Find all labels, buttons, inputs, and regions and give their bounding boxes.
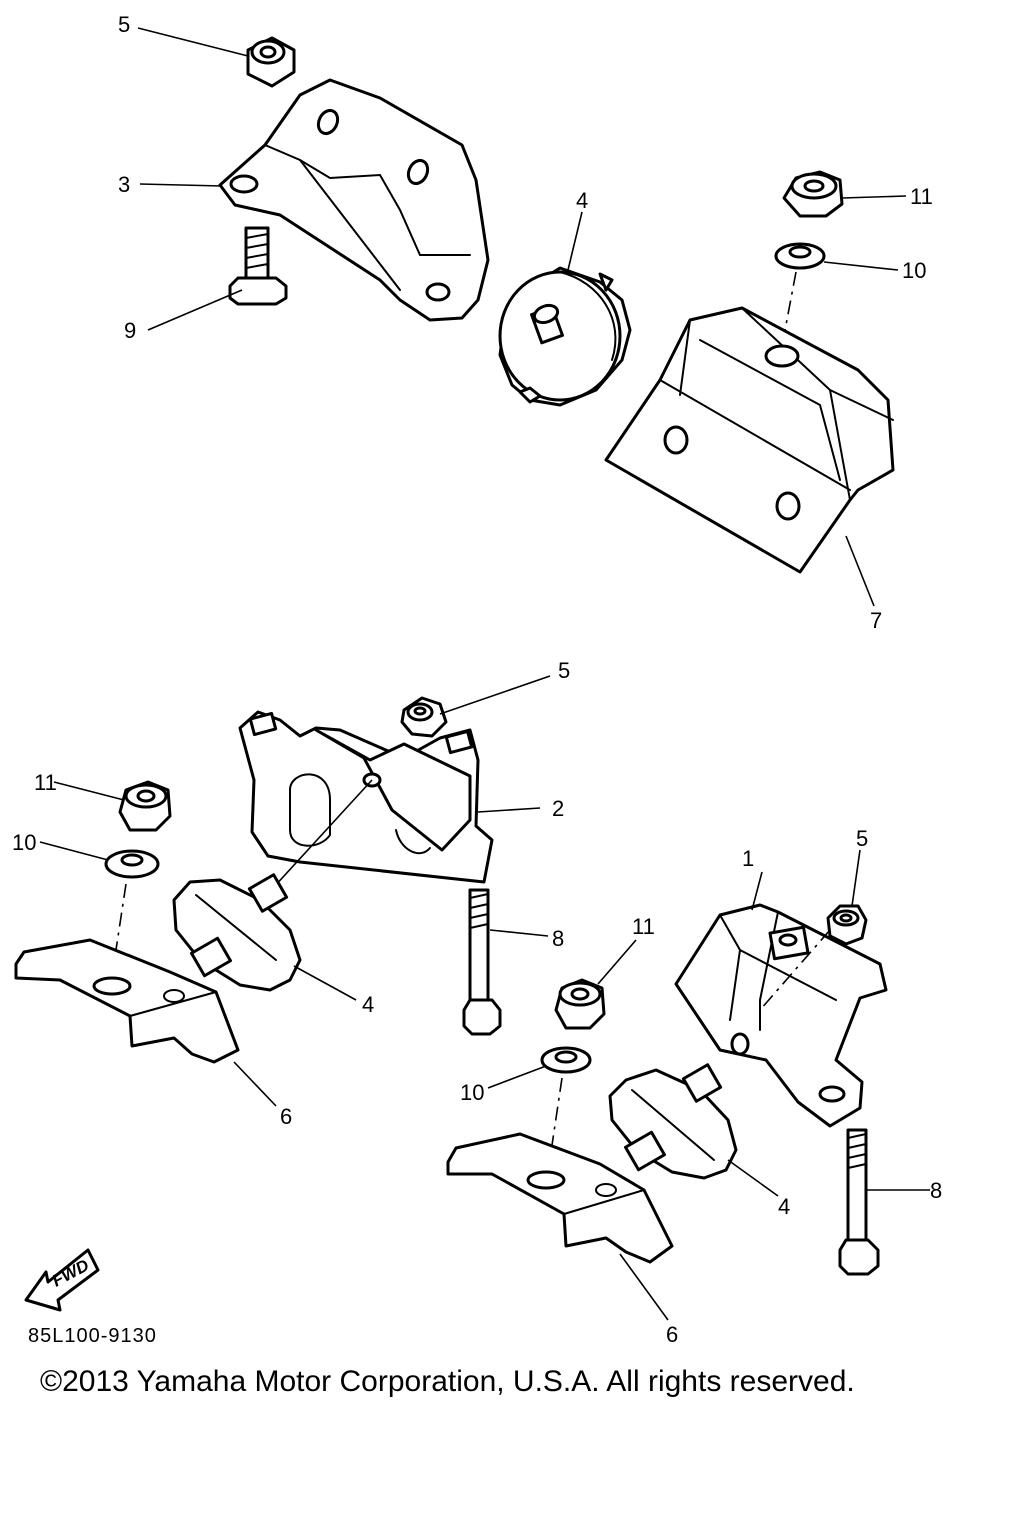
callout-7: 7 xyxy=(870,608,882,633)
bracket-2 xyxy=(238,710,494,884)
bolt-8-right xyxy=(838,1128,880,1276)
nut-11-top xyxy=(782,170,844,218)
copyright-notice: ©2013 Yamaha Motor Corporation, U.S.A. A… xyxy=(40,1365,855,1398)
bracket-6-right xyxy=(446,1132,674,1264)
callout-3: 3 xyxy=(118,172,130,197)
damper-4-top xyxy=(498,266,632,407)
callout-4-right: 4 xyxy=(778,1194,790,1219)
callout-11-right: 11 xyxy=(632,914,655,939)
bracket-6-left xyxy=(14,938,240,1064)
callout-6-right: 6 xyxy=(666,1322,678,1347)
callout-10-right: 10 xyxy=(460,1080,484,1105)
damper-4-left xyxy=(172,873,302,992)
callout-11-top: 11 xyxy=(910,184,933,209)
callout-4-top: 4 xyxy=(576,188,588,213)
callout-11-left: 11 xyxy=(34,770,57,795)
bolt-8-middle xyxy=(462,888,502,1036)
callout-2: 2 xyxy=(552,796,564,821)
diagram-code: 85L100-9130 xyxy=(28,1325,157,1347)
callout-5-right: 5 xyxy=(856,826,868,851)
nut-11-right xyxy=(554,978,606,1030)
nut-5-middle xyxy=(400,696,448,738)
callout-4-left: 4 xyxy=(362,992,374,1017)
callout-9: 9 xyxy=(124,318,136,343)
fwd-arrow-icon: FWD xyxy=(24,1248,100,1312)
callout-10-top: 10 xyxy=(902,258,926,283)
bracket-1 xyxy=(674,903,888,1128)
nut-11-left xyxy=(118,780,172,832)
callout-1: 1 xyxy=(742,846,754,871)
callout-6-left: 6 xyxy=(280,1104,292,1129)
axis-line-2-4 xyxy=(261,779,373,901)
leader-lines xyxy=(39,27,930,1321)
callout-5-top: 5 xyxy=(118,12,130,37)
washer-10-right xyxy=(540,1046,592,1074)
damper-4-right xyxy=(608,1063,738,1180)
callout-8-right: 8 xyxy=(930,1178,942,1203)
bolt-9 xyxy=(228,226,288,306)
callout-numbers: 1 2 3 4 4 4 5 5 5 6 6 7 8 8 9 10 10 10 1… xyxy=(12,12,942,1347)
washer-10-top xyxy=(774,242,826,270)
callout-10-left: 10 xyxy=(12,830,36,855)
nut-5-right xyxy=(826,904,868,946)
callout-8-middle: 8 xyxy=(552,926,564,951)
callout-5-middle: 5 xyxy=(558,658,570,683)
washer-10-left xyxy=(104,849,160,879)
nut-5-top xyxy=(246,36,296,88)
bracket-3 xyxy=(218,78,490,322)
bracket-7 xyxy=(604,306,895,574)
